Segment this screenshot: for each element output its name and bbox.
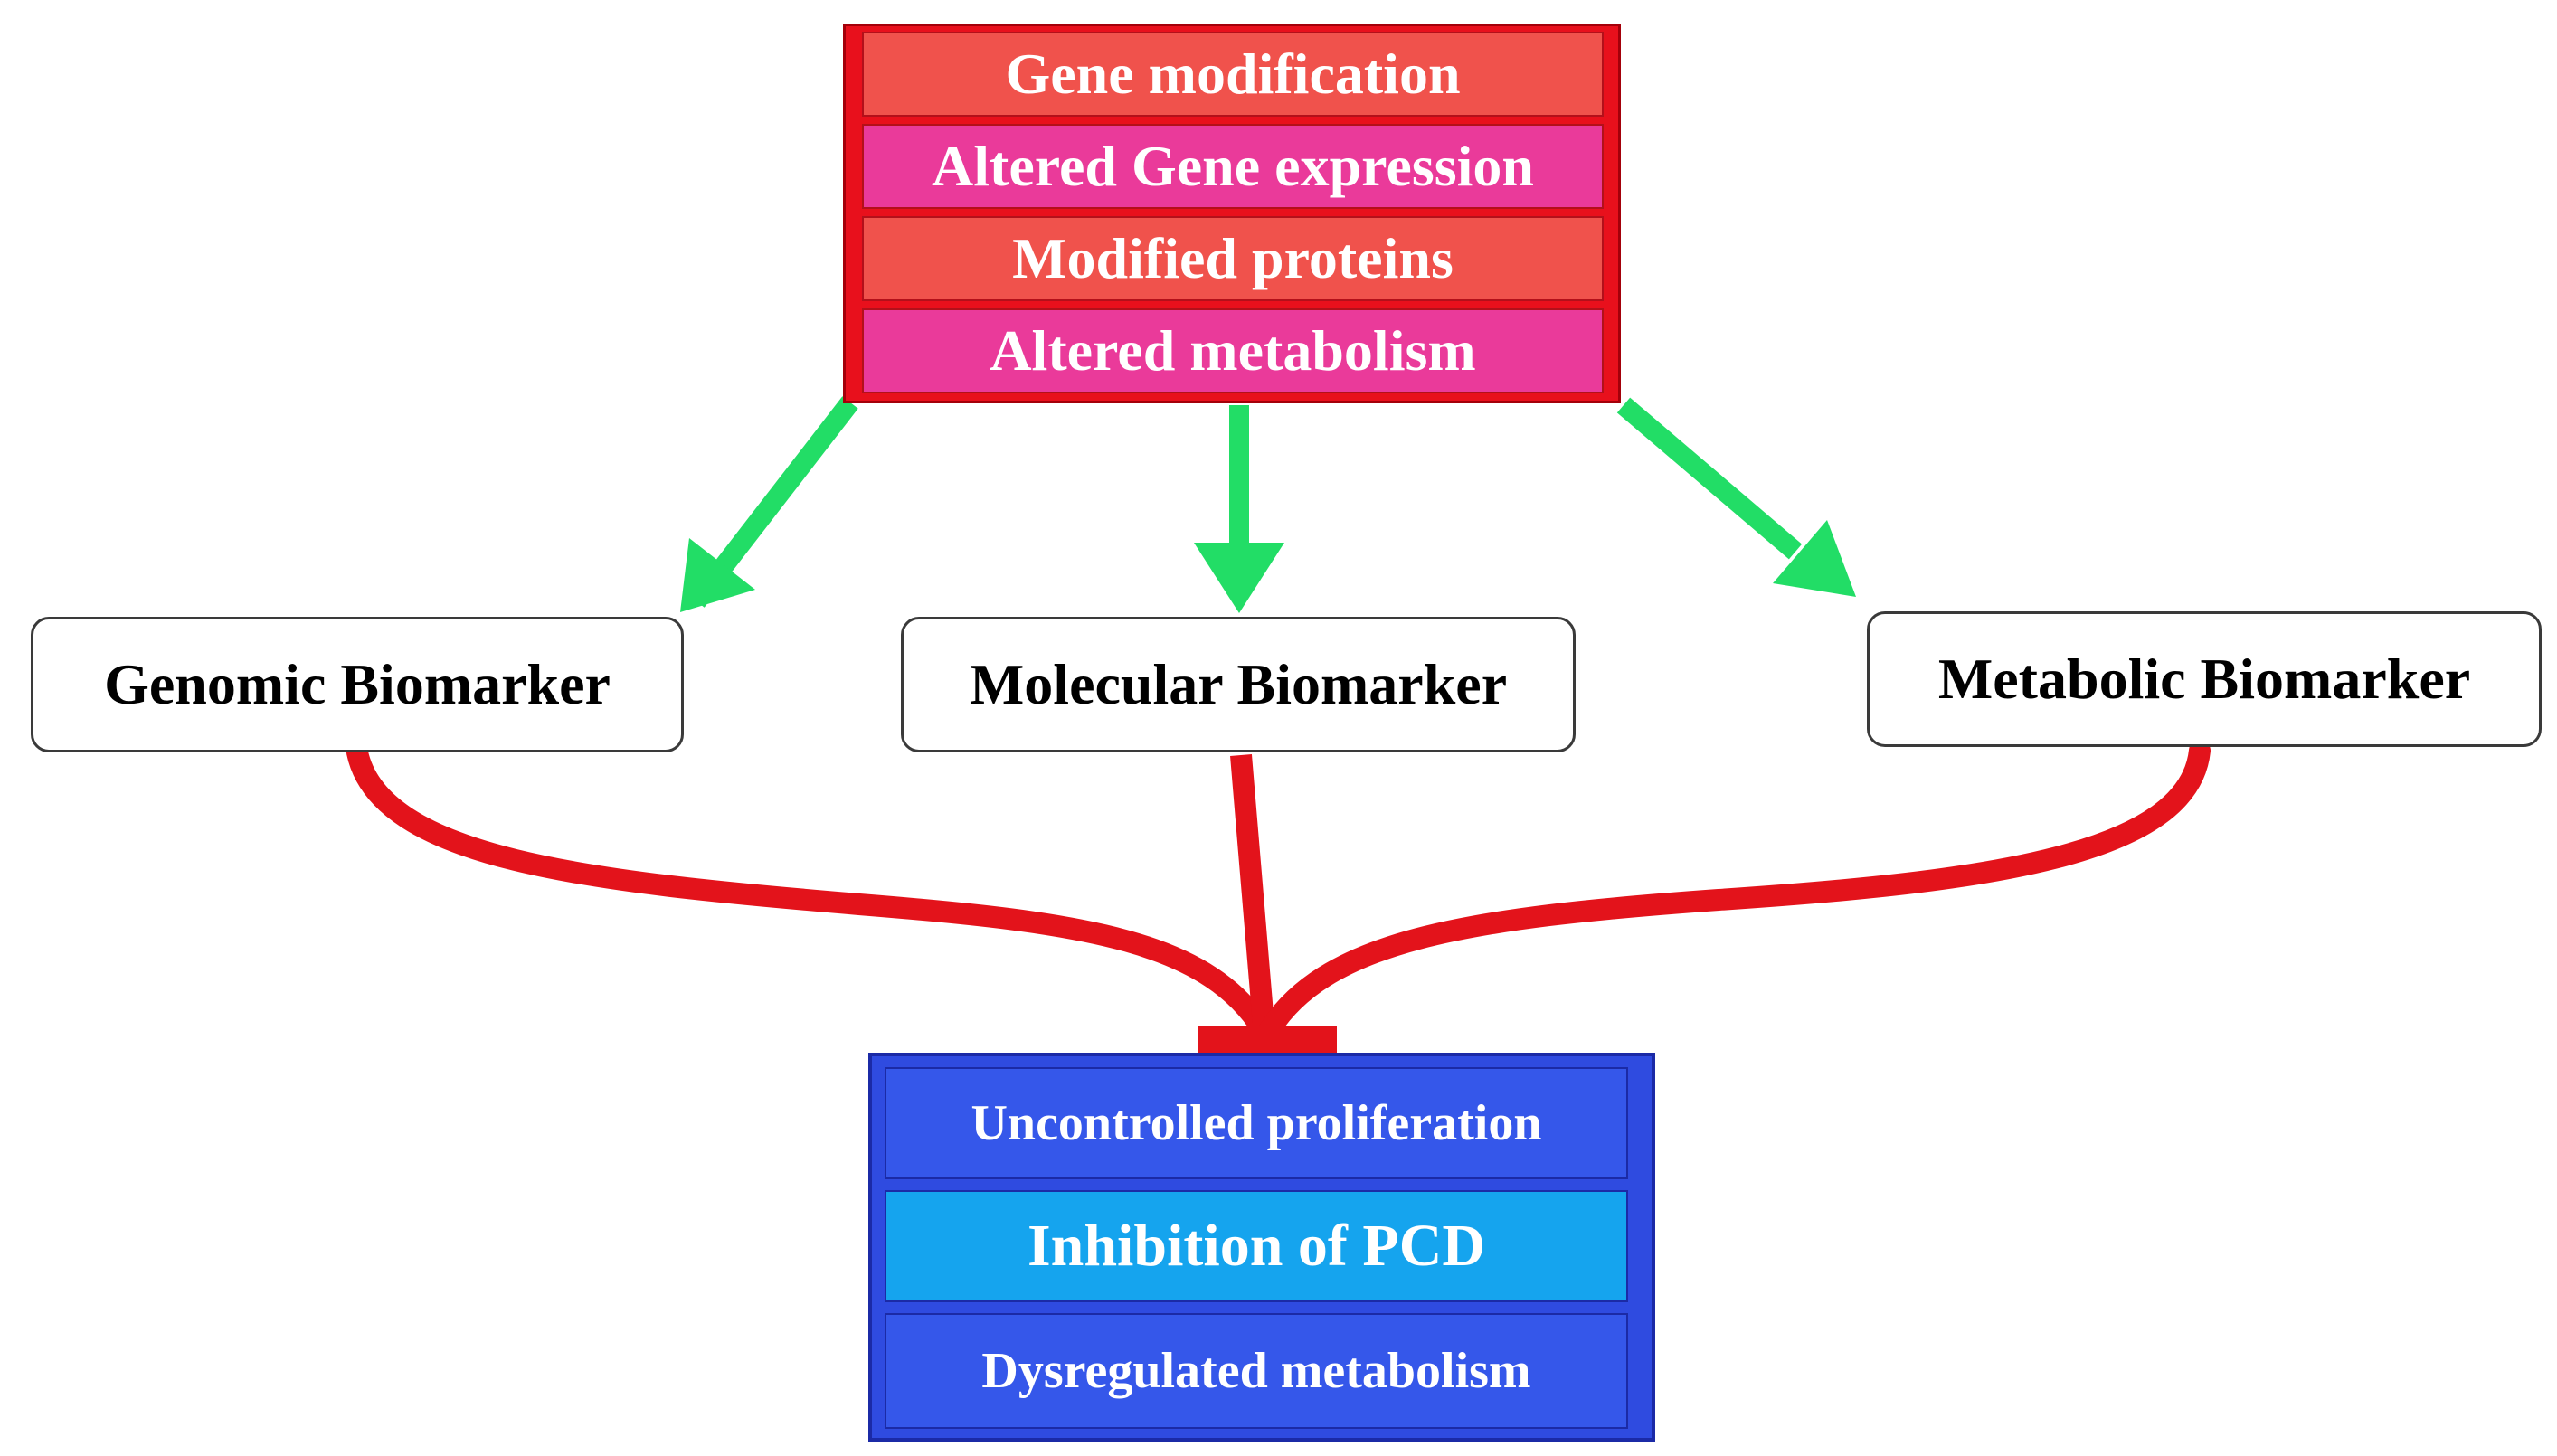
inhibition-of-pcd-row: Inhibition of PCD [885, 1190, 1628, 1302]
molecular-biomarker-box: Molecular Biomarker [901, 617, 1576, 752]
arrowhead-genomic [680, 538, 755, 612]
altered-metabolism-row: Altered metabolism [862, 308, 1604, 393]
uncontrolled-proliferation-row: Uncontrolled proliferation [885, 1067, 1628, 1179]
genetic-alterations-stack: Gene modification Altered Gene expressio… [843, 24, 1621, 403]
cancer-hallmarks-stack: Uncontrolled proliferation Inhibition of… [868, 1053, 1655, 1442]
gene-modification-row: Gene modification [862, 32, 1604, 117]
inhibition-from-genomic [346, 742, 1277, 1046]
arrowhead-molecular [1194, 543, 1284, 613]
inhibition-from-metabolic [1255, 740, 2211, 1046]
metabolic-biomarker-box: Metabolic Biomarker [1867, 611, 2542, 747]
genomic-biomarker-box: Genomic Biomarker [31, 617, 684, 752]
arrowhead-metabolic [1773, 520, 1856, 597]
arrow-to-metabolic [1616, 397, 1803, 560]
inhibition-bar [1198, 1026, 1337, 1054]
modified-proteins-row: Modified proteins [862, 216, 1604, 301]
altered-gene-expression-row: Altered Gene expression [862, 124, 1604, 209]
dysregulated-metabolism-row: Dysregulated metabolism [885, 1313, 1628, 1429]
inhibition-from-molecular [1230, 753, 1275, 1037]
